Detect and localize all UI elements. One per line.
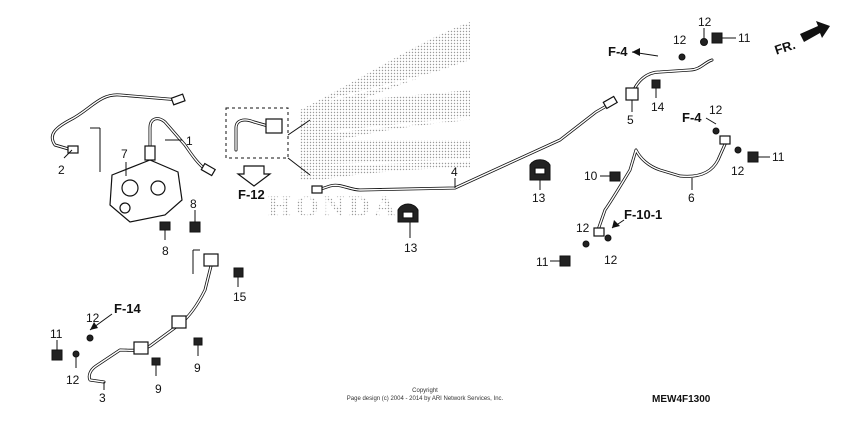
callout-15: 15 (233, 290, 247, 304)
brake-pipe-4 (311, 95, 619, 194)
callout-12f: 12 (604, 253, 618, 267)
brake-hose-3 (87, 253, 219, 384)
ref-f10-1: F-10-1 (624, 207, 662, 222)
banjo-bolt-11c (559, 255, 571, 267)
brake-pipe-1 (148, 117, 217, 177)
callout-5: 5 (627, 113, 634, 127)
callout-12g: 12 (86, 311, 100, 325)
callout-11b: 11 (772, 150, 785, 164)
pipe-clamp-13b (529, 159, 551, 181)
callout-11a: 11 (738, 31, 751, 45)
sealing-washer-12f (604, 234, 612, 242)
sealing-washer-12d (734, 146, 742, 154)
callout-10: 10 (584, 169, 598, 183)
ref-f14: F-14 (114, 301, 142, 316)
callout-4: 4 (451, 165, 458, 179)
front-direction-label: FR. (773, 37, 798, 58)
bolt-9b (151, 357, 161, 376)
callout-6: 6 (688, 191, 695, 205)
callout-11c: 11 (536, 255, 549, 269)
banjo-bolt-11d (51, 349, 63, 361)
callout-9b: 9 (155, 382, 162, 396)
brake-pipe-2 (50, 93, 186, 154)
honda-wing-logo (300, 22, 471, 180)
callout-13b: 13 (532, 191, 546, 205)
banjo-bolt-11a (711, 32, 723, 44)
callout-11d: 11 (50, 327, 63, 341)
ref-f4-mid: F-4 (682, 110, 702, 125)
callout-12a: 12 (673, 33, 687, 47)
callout-2: 2 (58, 163, 65, 177)
honda-wordmark: HONDA (268, 190, 400, 223)
ref-f4-top: F-4 (608, 44, 628, 59)
copyright-line-1: Copyright (412, 388, 438, 394)
callout-3: 3 (99, 391, 106, 405)
brake-pipe-f12-segment (234, 118, 283, 152)
bolt-15 (233, 267, 244, 287)
callout-14: 14 (651, 100, 665, 114)
callout-8a: 8 (190, 197, 197, 211)
down-arrow-icon (236, 165, 272, 187)
sealing-washer-12g (86, 334, 94, 342)
bolt-8b (189, 210, 201, 233)
sealing-washer-12b (700, 38, 708, 46)
callout-12b: 12 (698, 15, 712, 29)
bolt-14 (651, 79, 661, 98)
pipe-clamp-13a (397, 203, 419, 223)
brake-hose-6 (593, 135, 731, 237)
detail-box (225, 107, 289, 159)
diagram-code: MEW4F1300 (652, 394, 711, 405)
ref-f12: F-12 (238, 187, 265, 202)
banjo-bolt-11b (747, 151, 759, 163)
copyright-line-2: Page design (c) 2004 - 2014 by ARI Netwo… (347, 396, 504, 402)
callout-1: 1 (186, 134, 193, 148)
sealing-washer-12c (712, 127, 720, 135)
callout-7: 7 (121, 147, 128, 161)
bolt-8a (159, 221, 171, 240)
brake-pipe-5 (625, 58, 714, 101)
callout-13a: 13 (404, 241, 418, 255)
proportioning-valve-7 (109, 145, 183, 223)
sealing-washer-12e (582, 240, 590, 248)
callout-12d: 12 (731, 164, 745, 178)
callout-12e: 12 (576, 221, 590, 235)
callout-8b: 8 (162, 244, 169, 258)
sealing-washer-12a (678, 53, 686, 61)
front-direction-arrow-icon (800, 21, 830, 42)
bolt-10 (609, 171, 621, 182)
callout-12h: 12 (66, 373, 80, 387)
callout-9a: 9 (194, 361, 201, 375)
bolt-9a (193, 337, 203, 356)
callout-12c: 12 (709, 103, 723, 117)
sealing-washer-12h (72, 350, 80, 358)
